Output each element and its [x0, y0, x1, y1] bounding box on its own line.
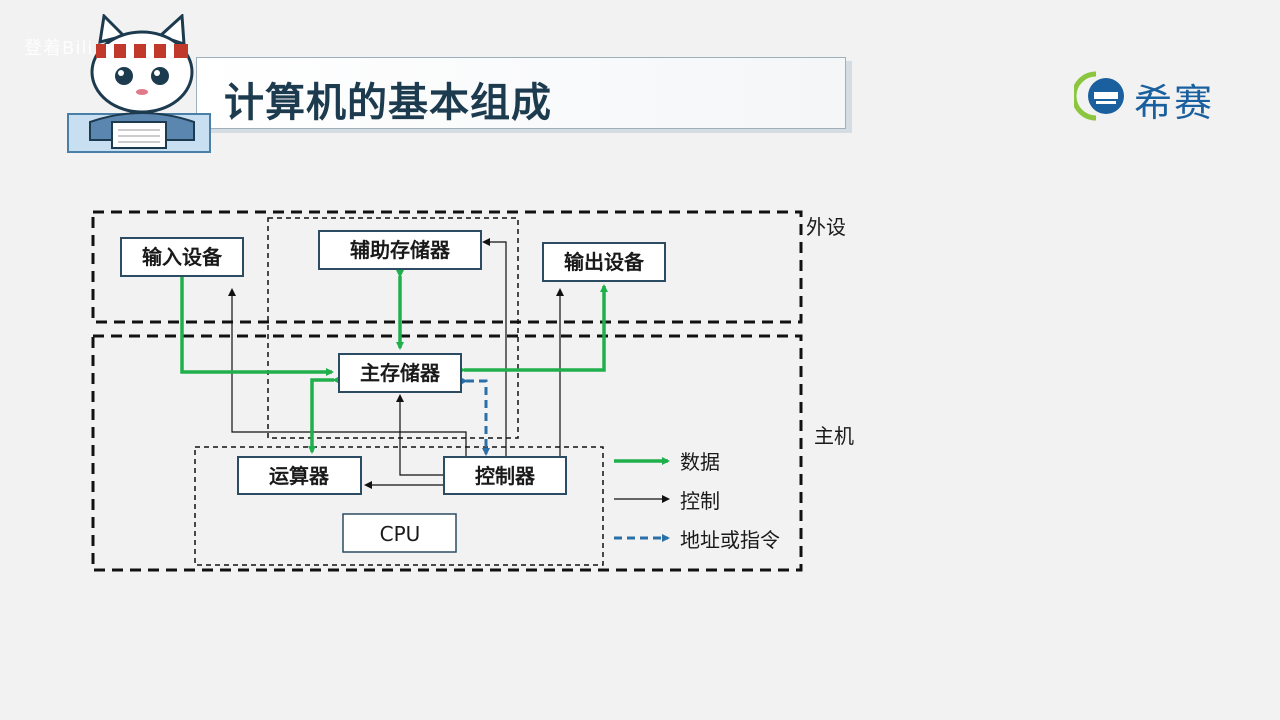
data-arrow-input-memory — [180, 276, 334, 376]
aux-storage-box — [318, 230, 482, 270]
watermark-text: 登着Bili — [24, 38, 94, 59]
controller-label: 控制器 — [475, 464, 536, 488]
legend-data-label: 数据 — [680, 450, 720, 474]
alu-box — [237, 456, 362, 495]
title-banner — [196, 57, 846, 129]
main-memory-label: 主存储器 — [360, 361, 441, 385]
cpu-box — [342, 513, 457, 553]
control-arrow-aux — [482, 238, 507, 458]
output-device-box — [542, 242, 666, 282]
output-device-label: 输出设备 — [564, 250, 645, 274]
cat-mascot-icon — [67, 14, 211, 153]
logo-text: 希赛 — [1134, 81, 1215, 125]
cpu-label: CPU — [380, 522, 421, 546]
address-arrow-memory-controller — [460, 377, 490, 456]
cpu-region — [194, 446, 604, 566]
control-arrow-memory — [396, 394, 444, 476]
slide-title: 计算机的基本组成 — [224, 80, 552, 126]
legend-control-label: 控制 — [680, 489, 720, 513]
host-region-label: 主机 — [814, 424, 854, 448]
data-arrow-memory-output — [458, 284, 608, 374]
peripheral-region — [91, 210, 803, 324]
aux-storage-label: 辅助存储器 — [350, 238, 451, 262]
legend-address-label: 地址或指令 — [680, 528, 780, 552]
input-device-box — [120, 237, 244, 277]
input-device-label: 输入设备 — [142, 245, 223, 269]
data-arrow-memory-alu — [308, 376, 340, 454]
main-memory-box — [338, 353, 462, 393]
host-region — [91, 334, 803, 572]
xisai-logo-icon — [1074, 71, 1124, 121]
peripheral-region-label: 外设 — [806, 215, 846, 239]
alu-label: 运算器 — [269, 464, 330, 488]
controller-box — [443, 456, 567, 495]
